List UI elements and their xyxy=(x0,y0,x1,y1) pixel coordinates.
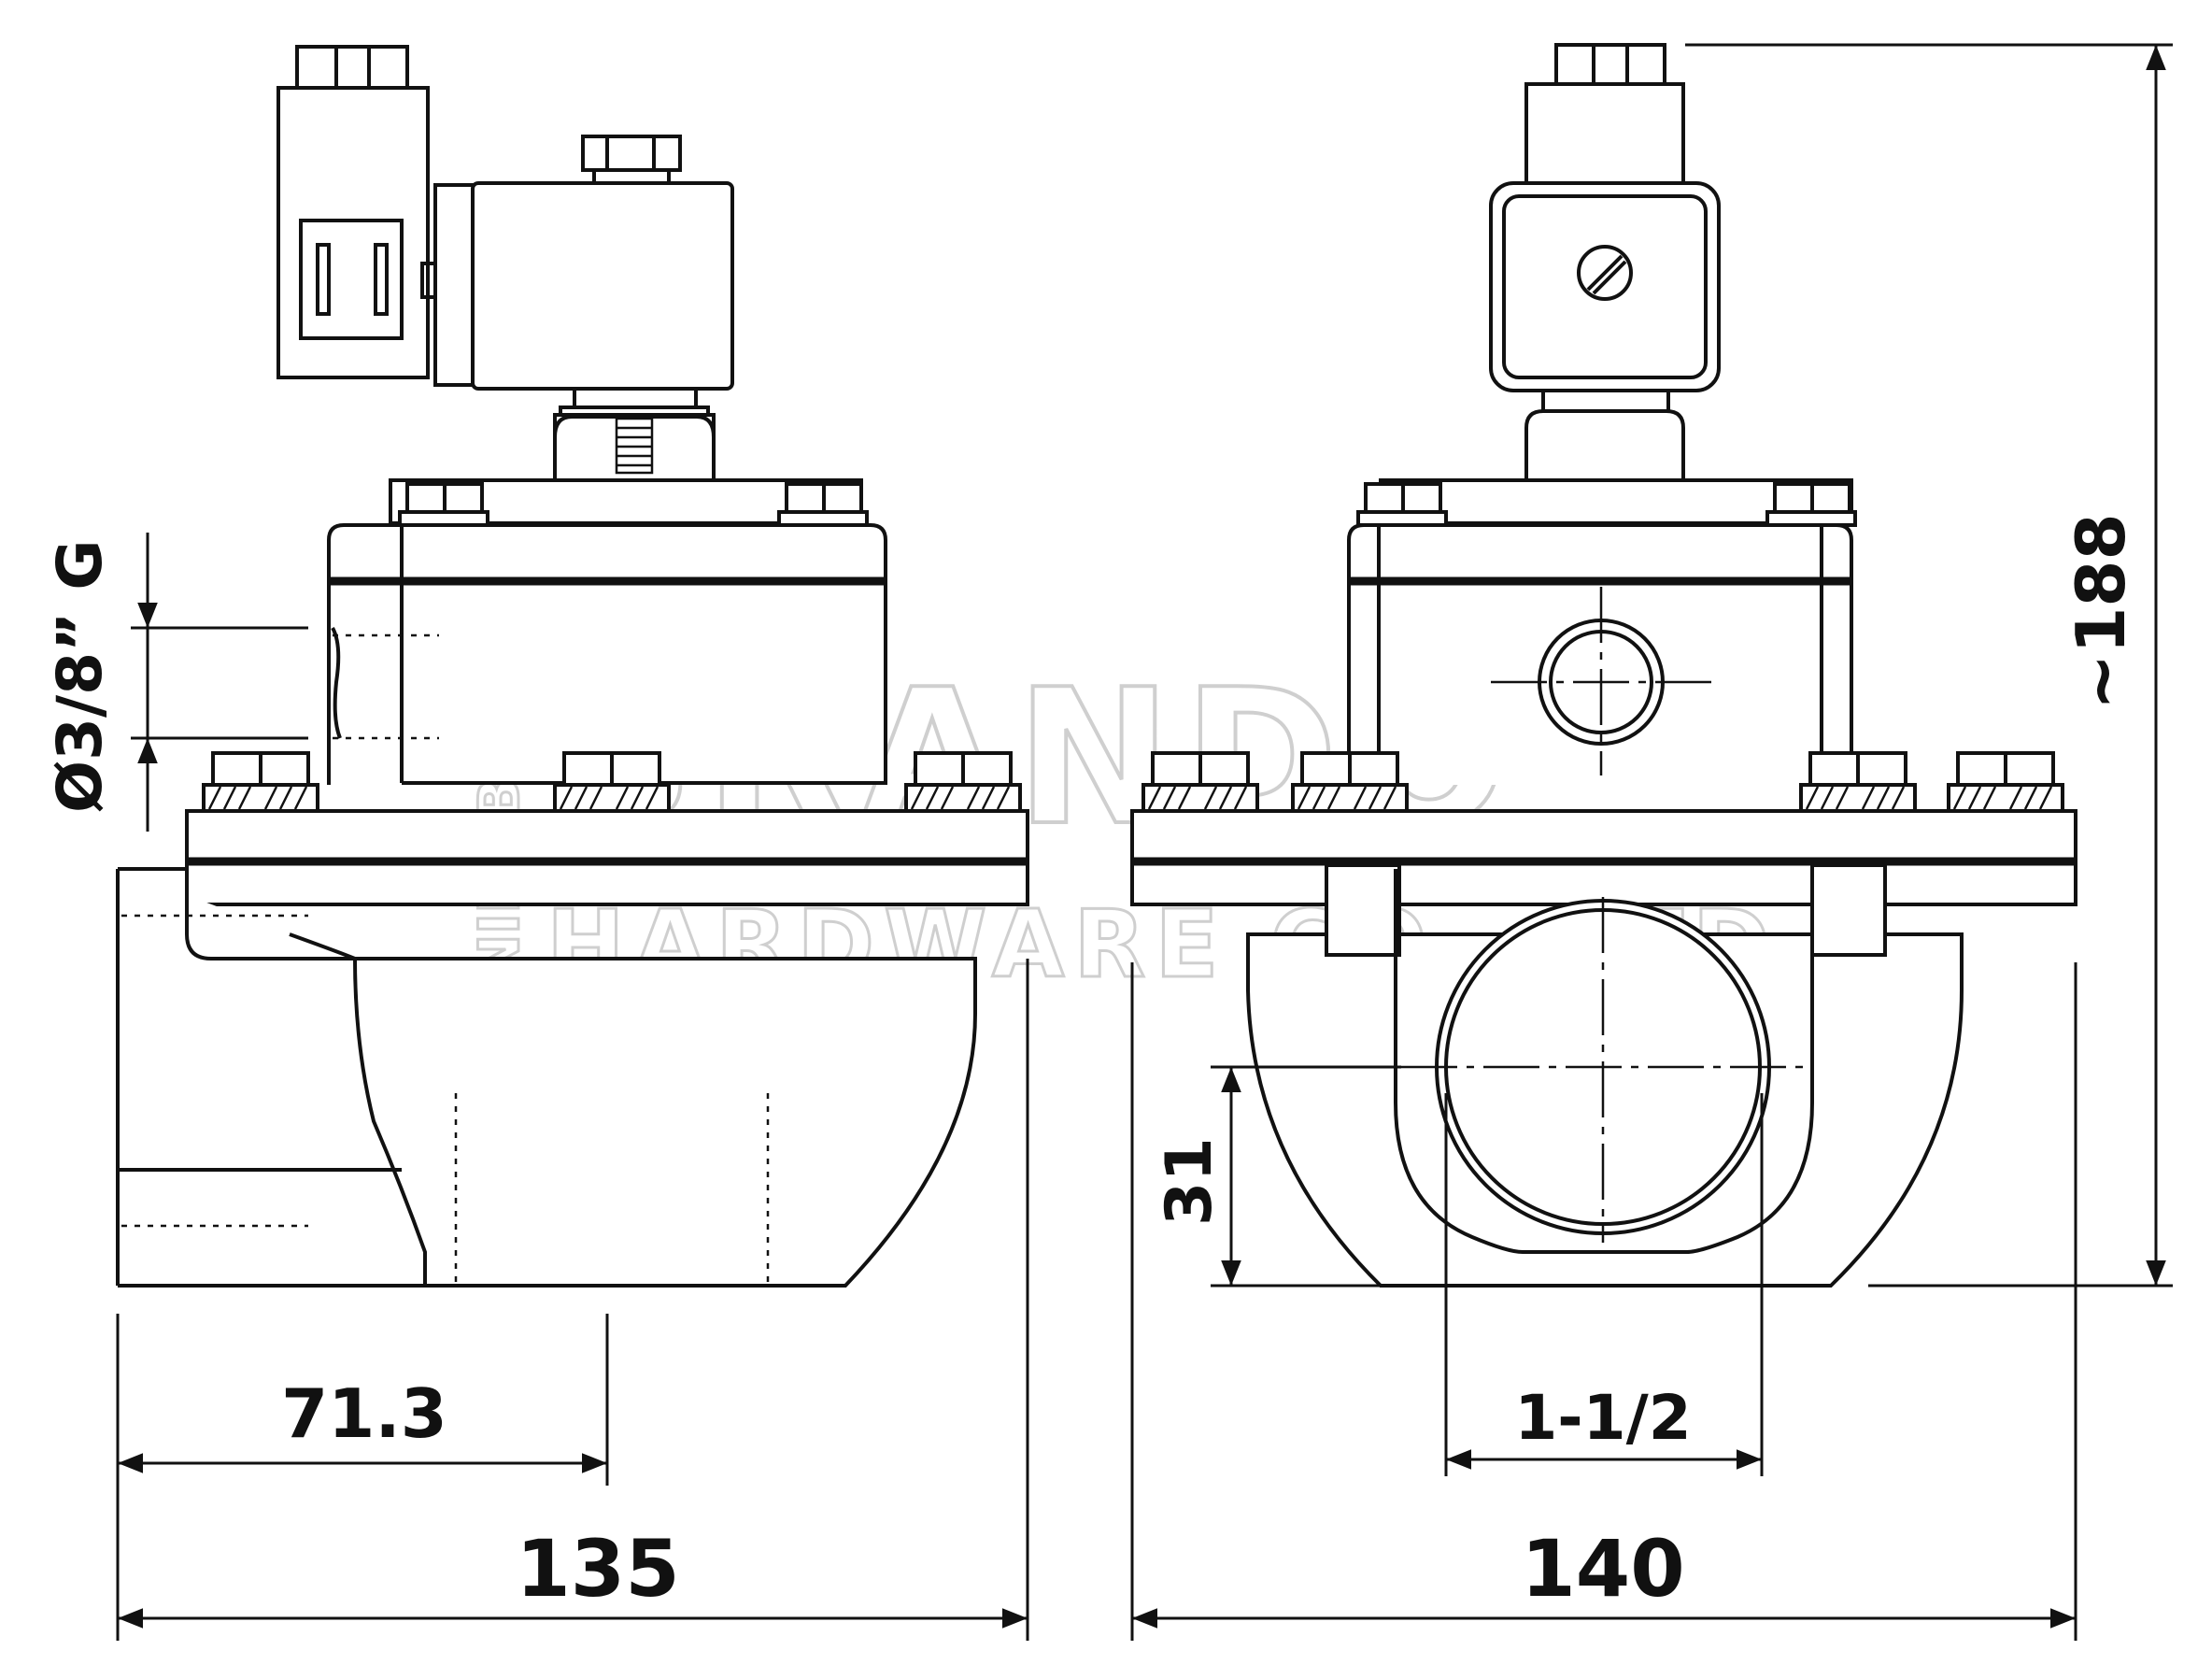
coil-nut xyxy=(581,135,682,172)
connector-face xyxy=(1489,181,1721,392)
front-view xyxy=(1130,43,2077,1288)
dim-right-width: 140 xyxy=(1521,1523,1684,1615)
dim-pipe-size: 1-1/2 xyxy=(1514,1382,1691,1454)
bolt xyxy=(1291,751,1409,813)
dim-bottom-height: 31 xyxy=(1153,1137,1227,1226)
upper-housing xyxy=(327,523,887,785)
bolt xyxy=(553,751,671,813)
screw-icon xyxy=(1577,245,1633,301)
bolt xyxy=(1765,482,1857,527)
bolt xyxy=(1356,482,1448,527)
bolt xyxy=(1141,751,1259,813)
coil-ring xyxy=(433,183,478,387)
connector-gland xyxy=(295,45,409,90)
connector-gland xyxy=(1554,43,1666,86)
dim-offset: 71.3 xyxy=(281,1374,447,1453)
bolt xyxy=(202,751,319,813)
bolt xyxy=(1799,751,1917,813)
bolt xyxy=(904,751,1022,813)
lower-body xyxy=(118,867,977,1288)
side-view xyxy=(116,45,1029,1288)
dim-left-width: 135 xyxy=(516,1523,679,1615)
coil-body xyxy=(471,181,734,391)
bolt xyxy=(777,482,869,527)
dimensions: Ø3/8” G ~188 31 71.3 135 1-1/2 140 xyxy=(44,43,2173,1641)
bolt xyxy=(398,482,489,527)
bolt xyxy=(1947,751,2064,813)
connector-window xyxy=(299,219,404,340)
dim-port-thread: Ø3/8” G xyxy=(44,539,116,813)
dim-height: ~188 xyxy=(2062,513,2140,710)
